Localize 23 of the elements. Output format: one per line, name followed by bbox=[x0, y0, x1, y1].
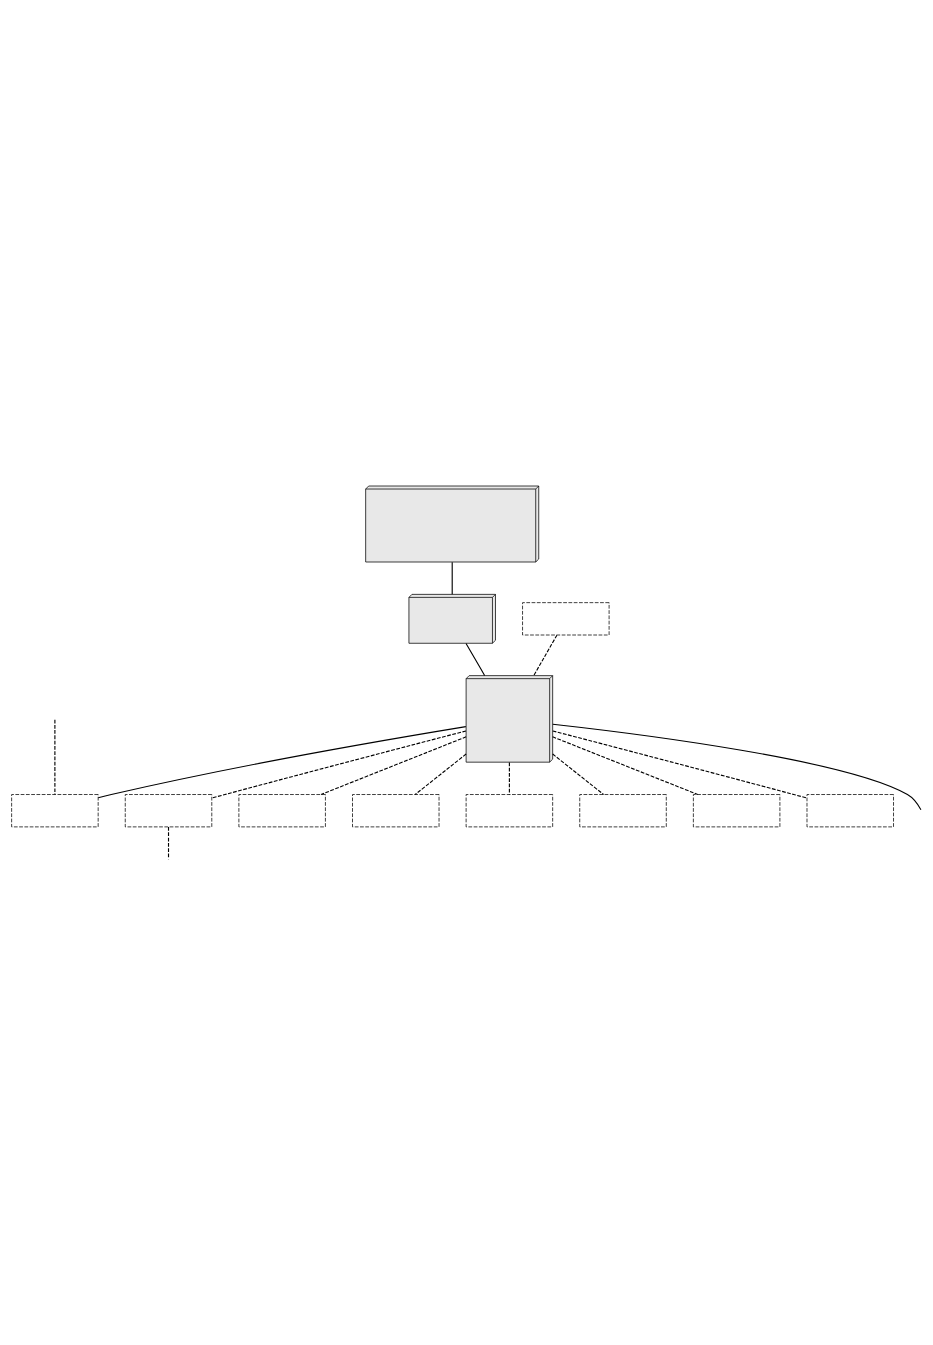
connector bbox=[167, 826, 170, 860]
connector bbox=[54, 718, 56, 795]
connector bbox=[97, 725, 467, 798]
node-box bbox=[465, 793, 554, 827]
connector bbox=[552, 723, 922, 810]
connector bbox=[320, 735, 467, 795]
connector bbox=[552, 753, 605, 795]
node-box bbox=[124, 793, 213, 827]
node-box bbox=[11, 793, 99, 827]
node-box bbox=[806, 793, 894, 827]
connector bbox=[414, 753, 467, 795]
node-box bbox=[522, 601, 610, 635]
connector bbox=[465, 642, 486, 676]
connector bbox=[508, 761, 510, 795]
node-box bbox=[693, 793, 781, 827]
node-box bbox=[579, 793, 667, 827]
connector bbox=[211, 729, 467, 799]
connector bbox=[533, 634, 558, 676]
connector bbox=[552, 729, 808, 799]
node-box bbox=[238, 793, 326, 827]
connector bbox=[451, 561, 453, 595]
connector bbox=[552, 735, 699, 795]
node-box bbox=[352, 793, 440, 827]
